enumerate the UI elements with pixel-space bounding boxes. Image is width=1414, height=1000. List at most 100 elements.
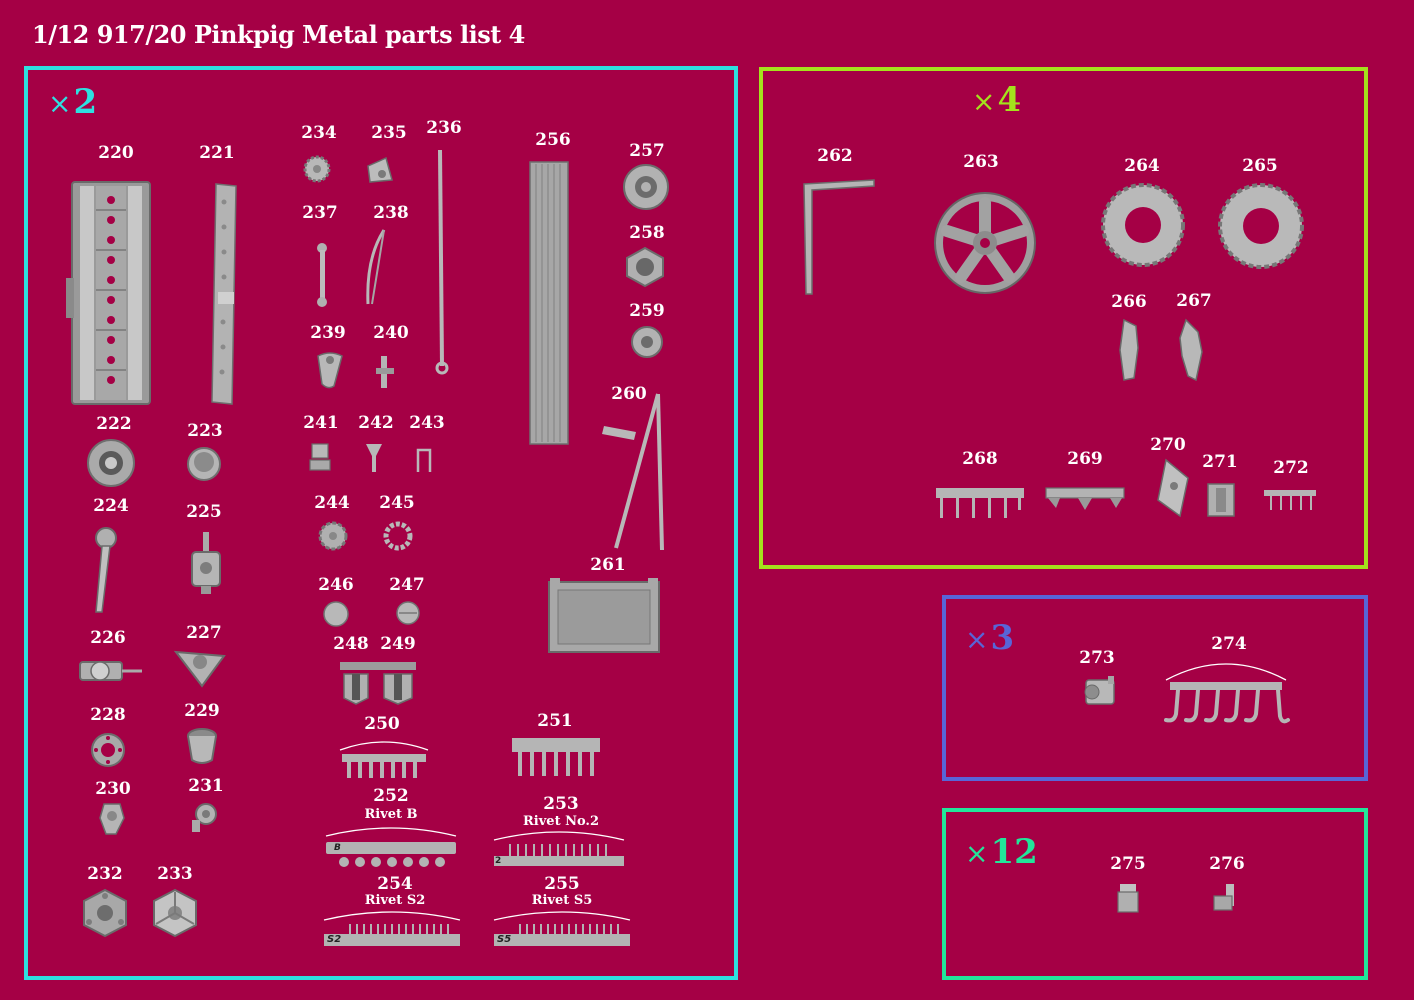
stamp-255: S5 bbox=[497, 934, 512, 945]
part-276-clamp bbox=[1213, 884, 1234, 911]
part-258-nut bbox=[626, 246, 664, 288]
part-265-toothed-disc bbox=[1218, 183, 1304, 269]
part-253-rivet-sprue bbox=[493, 831, 625, 866]
part-label-276: 276 bbox=[1209, 854, 1245, 874]
part-subtitle-252: Rivet B bbox=[364, 807, 418, 822]
part-233-hex-plate bbox=[153, 888, 197, 938]
part-label-238: 238 bbox=[373, 203, 409, 223]
part-label-271: 271 bbox=[1202, 452, 1238, 472]
group-x4-quantity: ×4 bbox=[972, 80, 1022, 120]
part-235-block bbox=[367, 156, 393, 183]
part-subtitle-253: Rivet No.2 bbox=[523, 814, 599, 829]
part-247-disc bbox=[396, 601, 420, 625]
part-231-clip bbox=[192, 803, 217, 832]
part-label-256: 256 bbox=[535, 130, 571, 150]
part-245-star-nut bbox=[383, 521, 413, 551]
part-label-257: 257 bbox=[629, 141, 665, 161]
part-236-rod bbox=[435, 149, 449, 375]
part-label-234: 234 bbox=[301, 123, 337, 143]
part-226-cylinder bbox=[79, 661, 142, 681]
part-label-236: 236 bbox=[426, 118, 462, 138]
part-label-240: 240 bbox=[373, 323, 409, 343]
part-label-232: 232 bbox=[87, 864, 123, 884]
part-221-rail bbox=[211, 183, 237, 405]
part-232-hex-plate bbox=[83, 888, 127, 938]
part-label-254: 254 bbox=[377, 874, 413, 894]
part-234-gear bbox=[303, 155, 331, 183]
stamp-253: 2 bbox=[495, 856, 502, 866]
group-x2-frame bbox=[24, 66, 738, 980]
part-label-265: 265 bbox=[1242, 156, 1278, 176]
group-x12-frame bbox=[942, 808, 1368, 980]
part-subtitle-254: Rivet S2 bbox=[364, 893, 426, 908]
part-label-255: 255 bbox=[544, 874, 580, 894]
part-label-266: 266 bbox=[1111, 292, 1147, 312]
part-271-block bbox=[1207, 483, 1235, 517]
part-224-shaft bbox=[95, 527, 117, 613]
group-x3-frame bbox=[942, 595, 1368, 781]
group-x3-quantity: ×3 bbox=[965, 618, 1015, 658]
part-label-263: 263 bbox=[963, 152, 999, 172]
part-label-249: 249 bbox=[380, 634, 416, 654]
part-237-link bbox=[317, 243, 327, 307]
part-label-264: 264 bbox=[1124, 156, 1160, 176]
group-x4-frame bbox=[759, 67, 1368, 569]
part-268-comb bbox=[936, 488, 1024, 518]
part-270-shoe bbox=[1157, 458, 1189, 518]
part-label-270: 270 bbox=[1150, 435, 1186, 455]
part-269-bar bbox=[1045, 487, 1125, 510]
part-248-249-brackets bbox=[340, 662, 416, 705]
stamp-252: B bbox=[334, 843, 341, 853]
part-246-disc bbox=[323, 601, 349, 627]
part-259-bushing bbox=[631, 326, 663, 358]
part-222-ring bbox=[87, 439, 135, 487]
part-272-comb bbox=[1264, 490, 1316, 510]
part-label-235: 235 bbox=[371, 123, 407, 143]
part-label-243: 243 bbox=[409, 413, 445, 433]
part-label-253: 253 bbox=[543, 794, 579, 814]
part-label-233: 233 bbox=[157, 864, 193, 884]
part-label-231: 231 bbox=[188, 776, 224, 796]
part-label-224: 224 bbox=[93, 496, 129, 516]
part-239-lever bbox=[317, 352, 343, 389]
part-227-bracket bbox=[173, 650, 226, 688]
part-label-239: 239 bbox=[310, 323, 346, 343]
part-263-wheel bbox=[934, 192, 1036, 294]
part-240-pin bbox=[376, 356, 394, 388]
part-257-hub bbox=[623, 164, 669, 210]
part-223-cup bbox=[187, 447, 221, 481]
part-label-241: 241 bbox=[303, 413, 339, 433]
part-255-rivet-sprue bbox=[493, 911, 631, 946]
part-229-sleeve bbox=[187, 728, 217, 764]
part-230-fitting bbox=[99, 803, 125, 835]
part-label-228: 228 bbox=[90, 705, 126, 725]
part-label-261: 261 bbox=[590, 555, 626, 575]
part-label-227: 227 bbox=[186, 623, 222, 643]
part-label-225: 225 bbox=[186, 502, 222, 522]
part-label-259: 259 bbox=[629, 301, 665, 321]
part-228-flange bbox=[91, 733, 125, 767]
part-label-229: 229 bbox=[184, 701, 220, 721]
part-243-staple bbox=[416, 448, 432, 472]
part-label-247: 247 bbox=[389, 575, 425, 595]
part-label-258: 258 bbox=[629, 223, 665, 243]
part-label-269: 269 bbox=[1067, 449, 1103, 469]
part-274-hook-comb bbox=[1164, 663, 1290, 724]
part-label-230: 230 bbox=[95, 779, 131, 799]
group-x12-quantity: ×12 bbox=[965, 832, 1038, 872]
part-264-toothed-disc bbox=[1101, 183, 1185, 267]
part-267-clip bbox=[1179, 318, 1203, 382]
part-label-272: 272 bbox=[1273, 458, 1309, 478]
part-label-252: 252 bbox=[373, 786, 409, 806]
part-label-237: 237 bbox=[302, 203, 338, 223]
stamp-254: S2 bbox=[327, 934, 342, 945]
part-label-260: 260 bbox=[611, 384, 647, 404]
part-256-mesh-strip bbox=[529, 161, 569, 445]
part-label-221: 221 bbox=[199, 143, 235, 163]
part-label-220: 220 bbox=[98, 143, 134, 163]
part-label-268: 268 bbox=[962, 449, 998, 469]
part-label-262: 262 bbox=[817, 146, 853, 166]
part-label-226: 226 bbox=[90, 628, 126, 648]
part-241-mount bbox=[309, 443, 331, 471]
part-250-comb bbox=[339, 741, 429, 778]
